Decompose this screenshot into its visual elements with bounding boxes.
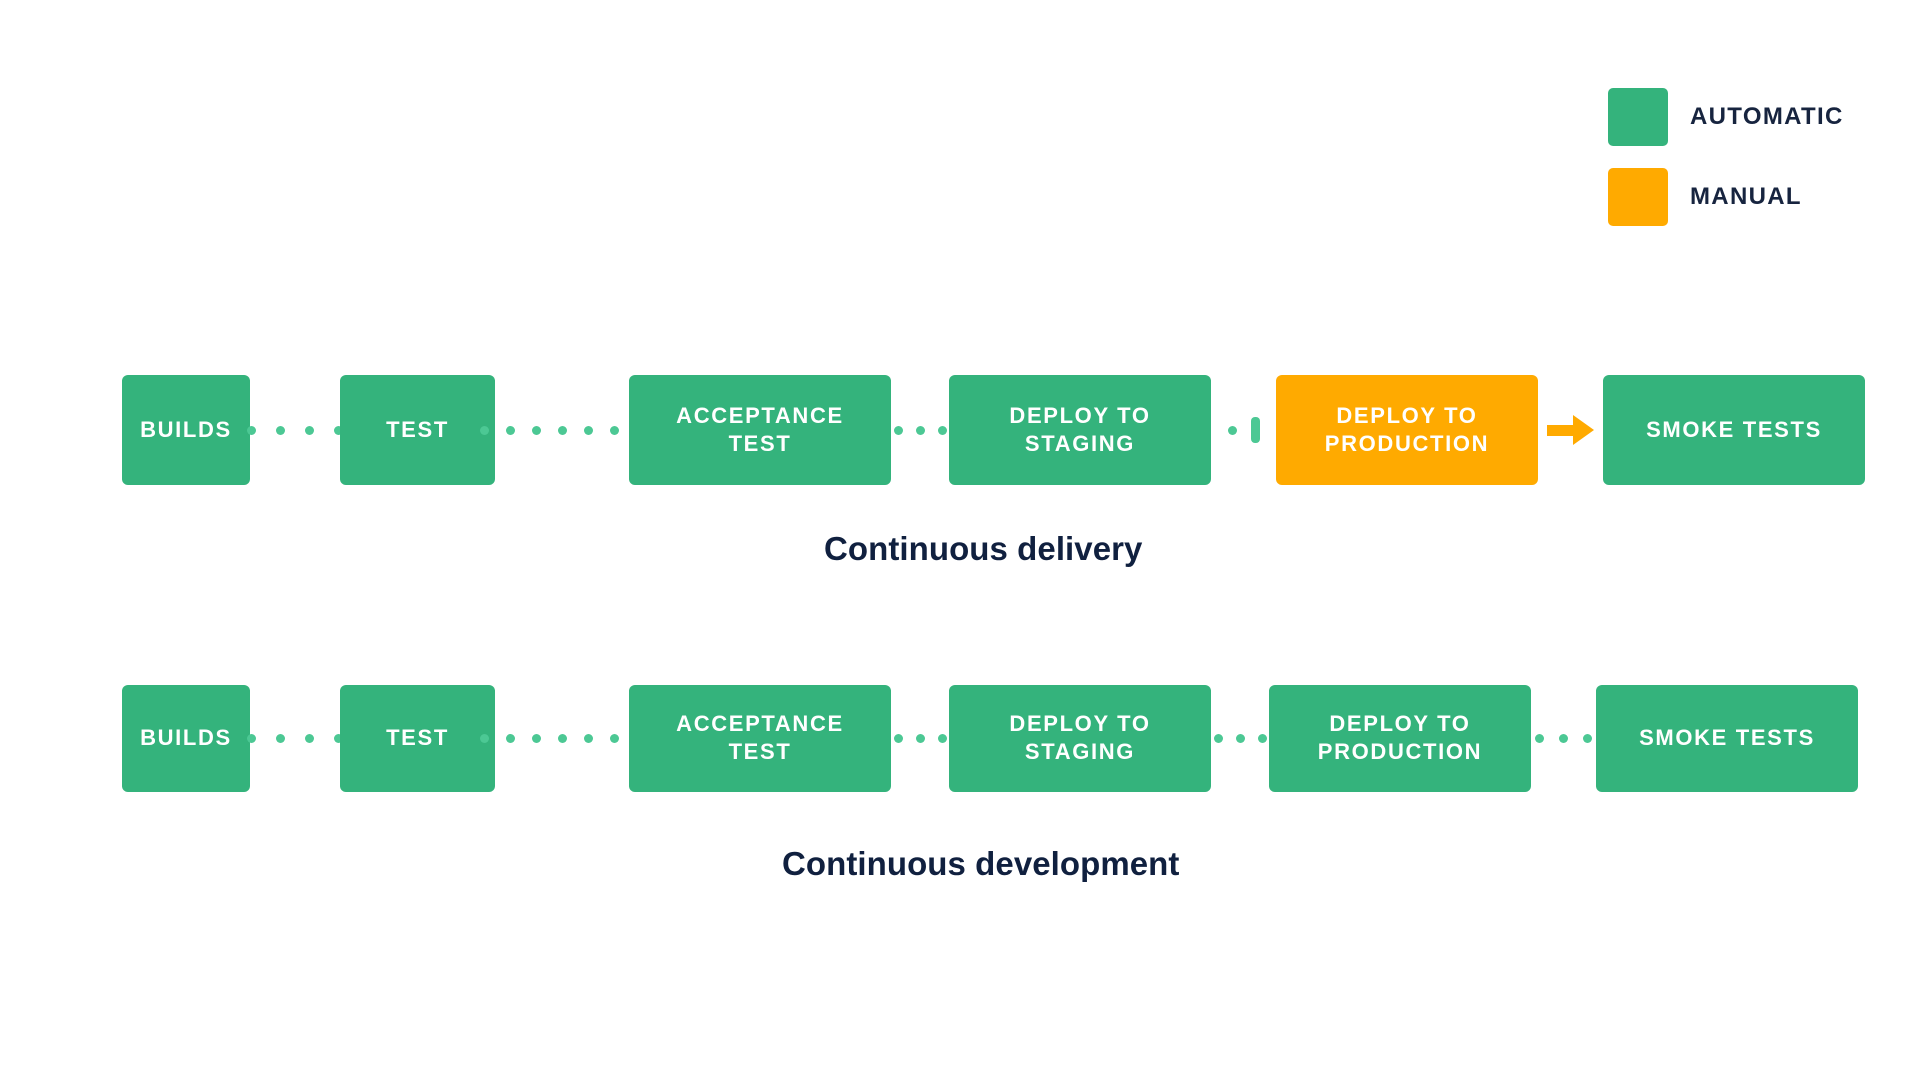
arrow-right-icon	[1547, 415, 1594, 445]
stage-label: SMOKE TESTS	[1646, 417, 1822, 443]
connector-dot-icon	[505, 733, 515, 743]
connector-dotted	[891, 683, 949, 793]
stage-deploy-to-staging[interactable]: DEPLOY TO STAGING	[949, 684, 1211, 792]
stage-label: SMOKE TESTS	[1639, 725, 1815, 751]
orange-square-swatch-icon	[1608, 168, 1668, 226]
connector-dot-icon	[557, 733, 567, 743]
legend-item-manual: MANUAL	[1608, 168, 1844, 226]
connector-dot-icon	[937, 733, 947, 743]
stage-label: BUILDS	[140, 417, 232, 443]
green-square-swatch-icon	[1608, 88, 1668, 146]
connector-dot-icon	[479, 733, 489, 743]
connector-dot-icon	[276, 425, 285, 435]
connector-dot-icon	[1559, 733, 1568, 743]
stage-acceptance-test[interactable]: ACCEPTANCE TEST	[629, 375, 891, 485]
stage-acceptance-test[interactable]: ACCEPTANCE TEST	[629, 684, 891, 792]
pipeline-caption-continuous-delivery: Continuous delivery	[824, 530, 1143, 567]
connector-dot-icon	[247, 733, 256, 743]
connector-dotted	[1211, 683, 1269, 793]
stage-label: ACCEPTANCE TEST	[676, 711, 844, 764]
connector-dotted	[247, 683, 343, 793]
connector-dotted-clipped	[1211, 375, 1276, 485]
connector-dot-icon	[305, 733, 314, 743]
stage-label: ACCEPTANCE TEST	[676, 403, 844, 456]
connector-dot-icon	[1213, 733, 1223, 743]
stage-label: BUILDS	[140, 725, 232, 751]
connector-dot-icon	[557, 425, 567, 435]
connector-arrow	[1538, 375, 1603, 485]
legend-label-automatic: AUTOMATIC	[1690, 103, 1844, 130]
stage-smoke-tests[interactable]: SMOKE TESTS	[1603, 375, 1865, 485]
connector-dot-icon	[609, 733, 619, 743]
connector-dotted	[891, 375, 949, 485]
connector-dotted	[247, 375, 343, 485]
connector-dotted	[1531, 683, 1596, 793]
legend-label-manual: MANUAL	[1690, 183, 1802, 210]
connector-dot-icon	[915, 733, 925, 743]
connector-dot-icon	[583, 733, 593, 743]
connector-dot-icon	[1227, 425, 1237, 435]
connector-dot-icon	[531, 733, 541, 743]
connector-dot-icon	[505, 425, 515, 435]
stage-label: DEPLOY TO PRODUCTION	[1317, 711, 1483, 764]
legend: AUTOMATIC MANUAL	[1608, 88, 1844, 226]
connector-dot-icon	[531, 425, 541, 435]
connector-dot-icon	[1235, 733, 1245, 743]
connector-dot-icon	[1535, 733, 1544, 743]
stage-deploy-to-production[interactable]: DEPLOY TO PRODUCTION	[1269, 684, 1531, 792]
connector-dot-icon	[937, 425, 947, 435]
stage-label: DEPLOY TO PRODUCTION	[1324, 403, 1490, 456]
pipeline-continuous-development: BUILDS TEST ACCEPTANCE TEST	[122, 683, 1858, 793]
connector-dot-icon	[1257, 733, 1267, 743]
stage-smoke-tests[interactable]: SMOKE TESTS	[1596, 684, 1858, 792]
stage-label: DEPLOY TO STAGING	[1009, 711, 1151, 764]
stage-builds[interactable]: BUILDS	[122, 684, 250, 792]
connector-dot-icon	[305, 425, 314, 435]
connector-dot-icon	[276, 733, 285, 743]
pipeline-caption-continuous-development: Continuous development	[782, 845, 1180, 882]
connector-dot-icon	[479, 425, 489, 435]
connector-dot-icon	[583, 425, 593, 435]
stage-test[interactable]: TEST	[340, 684, 495, 792]
stage-deploy-to-staging[interactable]: DEPLOY TO STAGING	[949, 375, 1211, 485]
connector-dotted	[479, 683, 645, 793]
connector-dot-icon	[609, 425, 619, 435]
pipeline-continuous-delivery: BUILDS TEST ACCEPTANCE TEST	[122, 375, 1865, 485]
stage-label: DEPLOY TO STAGING	[1009, 403, 1151, 456]
connector-dot-icon	[893, 733, 903, 743]
stage-label: TEST	[386, 417, 449, 443]
stage-deploy-to-production[interactable]: DEPLOY TO PRODUCTION	[1276, 375, 1538, 485]
connector-dash-icon	[1250, 417, 1260, 443]
connector-dotted	[479, 375, 645, 485]
legend-item-automatic: AUTOMATIC	[1608, 88, 1844, 146]
connector-dot-icon	[247, 425, 256, 435]
connector-dot-icon	[1583, 733, 1592, 743]
stage-test[interactable]: TEST	[340, 375, 495, 485]
connector-dot-icon	[334, 733, 343, 743]
connector-dot-icon	[915, 425, 925, 435]
stage-builds[interactable]: BUILDS	[122, 375, 250, 485]
connector-dot-icon	[334, 425, 343, 435]
connector-dot-icon	[893, 425, 903, 435]
stage-label: TEST	[386, 725, 449, 751]
